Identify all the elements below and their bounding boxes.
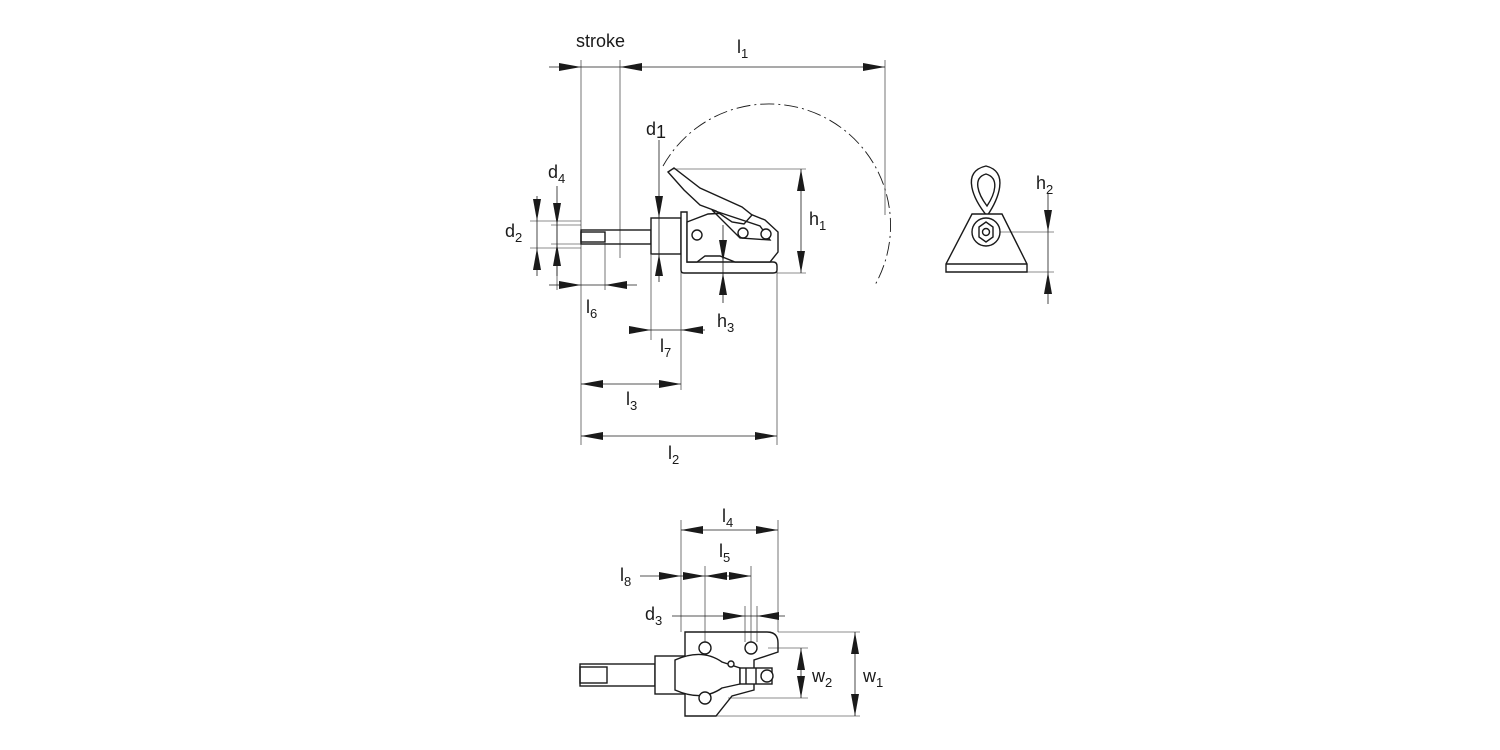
mount-hole-2 [744,641,758,655]
label-l5: l5 [719,541,730,565]
label-l4: l4 [722,506,733,530]
label-d1: d1 [646,119,666,142]
pivot-2 [737,227,749,239]
link [711,209,772,241]
label-d3: d3 [645,604,662,628]
label-w2: w2 [811,666,832,690]
label-d4: d4 [548,162,565,186]
label-d2: d2 [505,221,522,245]
handle-swing-arc [662,103,891,286]
label-h3: h3 [717,311,734,335]
label-stroke: stroke [576,31,625,51]
side-view [580,103,891,286]
label-l2: l2 [668,443,679,467]
label-h1: h1 [809,209,826,233]
handle [666,167,754,225]
front-view [945,165,1054,304]
front-hex-nut [978,221,994,243]
label-w1: w1 [862,666,883,690]
mount-hole-1 [698,641,712,655]
pivot-3 [760,228,772,240]
label-l6: l6 [586,297,597,321]
label-l1: l1 [737,37,748,61]
top-view [579,631,779,717]
pivot-1 [691,229,703,241]
label-l3: l3 [626,389,637,413]
mount-hole-3 [698,691,712,705]
labels: stroke l1 d1 d4 d2 h1 l6 h3 l7 l3 l2 h2 … [505,31,1053,690]
front-handle-loop [970,165,1001,218]
dims-top [640,520,860,717]
mounting-base [680,211,778,274]
label-l7: l7 [660,336,671,360]
label-l8: l8 [620,565,631,589]
bushing [650,217,682,255]
label-h2: h2 [1036,173,1053,197]
front-handle-loop-inner [977,173,996,208]
dims-side [530,60,886,445]
